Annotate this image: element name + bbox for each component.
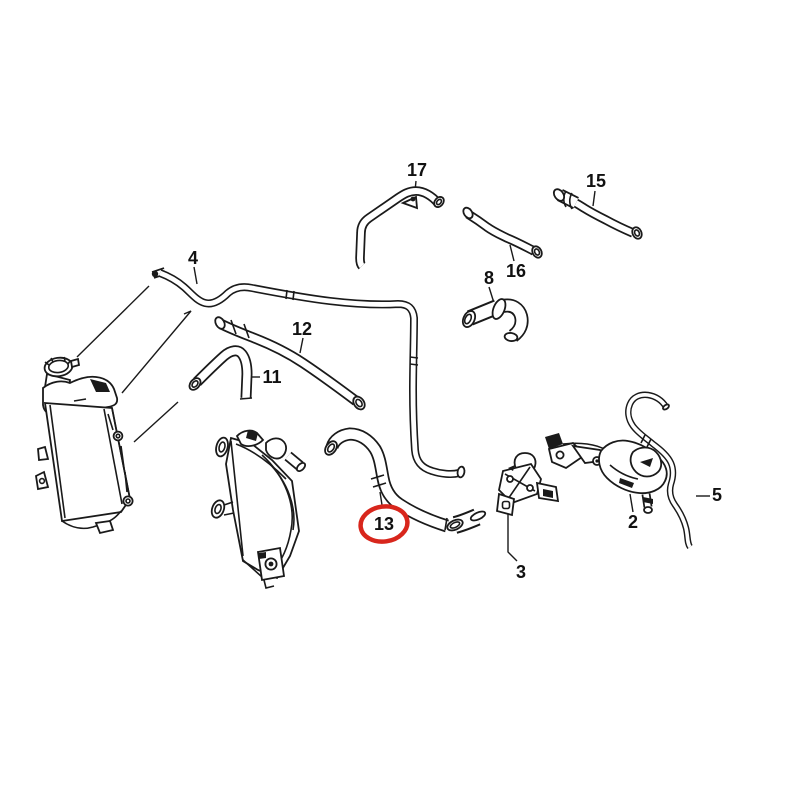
center-radiator-drawing — [210, 429, 307, 589]
part-label-16[interactable]: 16 — [506, 261, 526, 281]
leader-to-radiator-top — [121, 310, 192, 394]
hose-12-drawing — [214, 316, 366, 411]
leader-label-4 — [193, 266, 198, 285]
leader-label-16 — [509, 244, 515, 262]
hose-15-drawing — [552, 188, 643, 240]
joint-bracket-3-drawing — [496, 452, 560, 517]
leader-label-15 — [592, 190, 596, 207]
part-label-4[interactable]: 4 — [188, 248, 198, 268]
part-label-3[interactable]: 3 — [516, 562, 526, 582]
leader-label-12 — [299, 337, 304, 354]
part-label-15[interactable]: 15 — [586, 171, 606, 191]
reserve-tank-2-drawing — [545, 433, 668, 514]
hose-11-drawing — [188, 345, 253, 400]
radiator-cap — [43, 356, 74, 378]
leader-to-radiator-cap — [76, 285, 150, 358]
leader-label-3 — [507, 513, 518, 562]
hose-4-drawing — [151, 267, 466, 479]
leader-lines — [76, 180, 710, 562]
hose-13-drawing — [324, 427, 487, 534]
part-label-11[interactable]: 11 — [262, 367, 281, 387]
part-label-13[interactable]: 13 — [374, 514, 394, 534]
part-label-17[interactable]: 17 — [407, 160, 427, 180]
leader-label-2 — [629, 493, 634, 513]
elbow-hose-8-drawing — [461, 298, 529, 342]
part-label-5[interactable]: 5 — [712, 485, 722, 505]
hose-5-drawing — [625, 391, 693, 549]
leader-label-13 — [379, 491, 383, 506]
hose-17-drawing — [355, 186, 445, 270]
part-label-8[interactable]: 8 — [484, 268, 494, 288]
part-label-2[interactable]: 2 — [628, 512, 638, 532]
highlight-ellipse — [358, 504, 410, 544]
hose-16-drawing — [462, 206, 543, 259]
part-labels: 17 15 16 8 4 12 11 13 3 2 5 — [188, 160, 722, 582]
leader-to-radiator-side — [133, 401, 179, 443]
left-radiator-drawing — [35, 356, 134, 535]
part-label-12[interactable]: 12 — [292, 319, 312, 339]
